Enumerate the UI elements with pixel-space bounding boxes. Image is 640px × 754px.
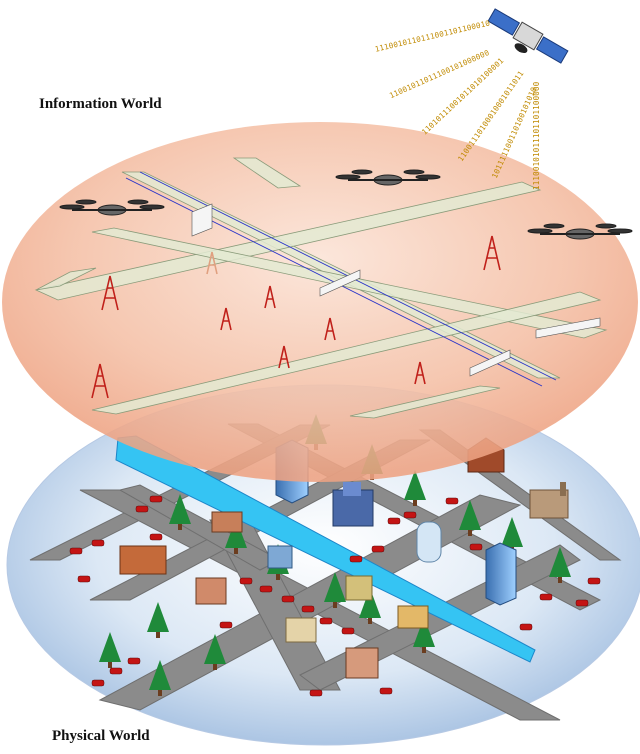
house-7 bbox=[345, 575, 373, 601]
store bbox=[119, 545, 167, 575]
towers bbox=[91, 235, 501, 399]
physical-world-label: Physical World bbox=[52, 728, 150, 744]
house-5 bbox=[397, 605, 429, 629]
round-tower bbox=[416, 521, 442, 563]
satellite-icon bbox=[487, 8, 569, 64]
house-1 bbox=[211, 511, 243, 533]
house-6 bbox=[267, 545, 293, 569]
virtual-signs bbox=[191, 203, 601, 377]
data-stream: 11100101011101101100000 bbox=[532, 81, 541, 190]
house-2 bbox=[195, 577, 227, 605]
house-3 bbox=[285, 617, 317, 643]
office-cluster bbox=[332, 482, 374, 527]
factory bbox=[529, 482, 569, 519]
house-4 bbox=[345, 647, 379, 679]
drones bbox=[59, 169, 633, 240]
skyscraper-2 bbox=[485, 542, 517, 606]
information-world-label: Information World bbox=[39, 96, 162, 112]
cars bbox=[69, 495, 601, 697]
